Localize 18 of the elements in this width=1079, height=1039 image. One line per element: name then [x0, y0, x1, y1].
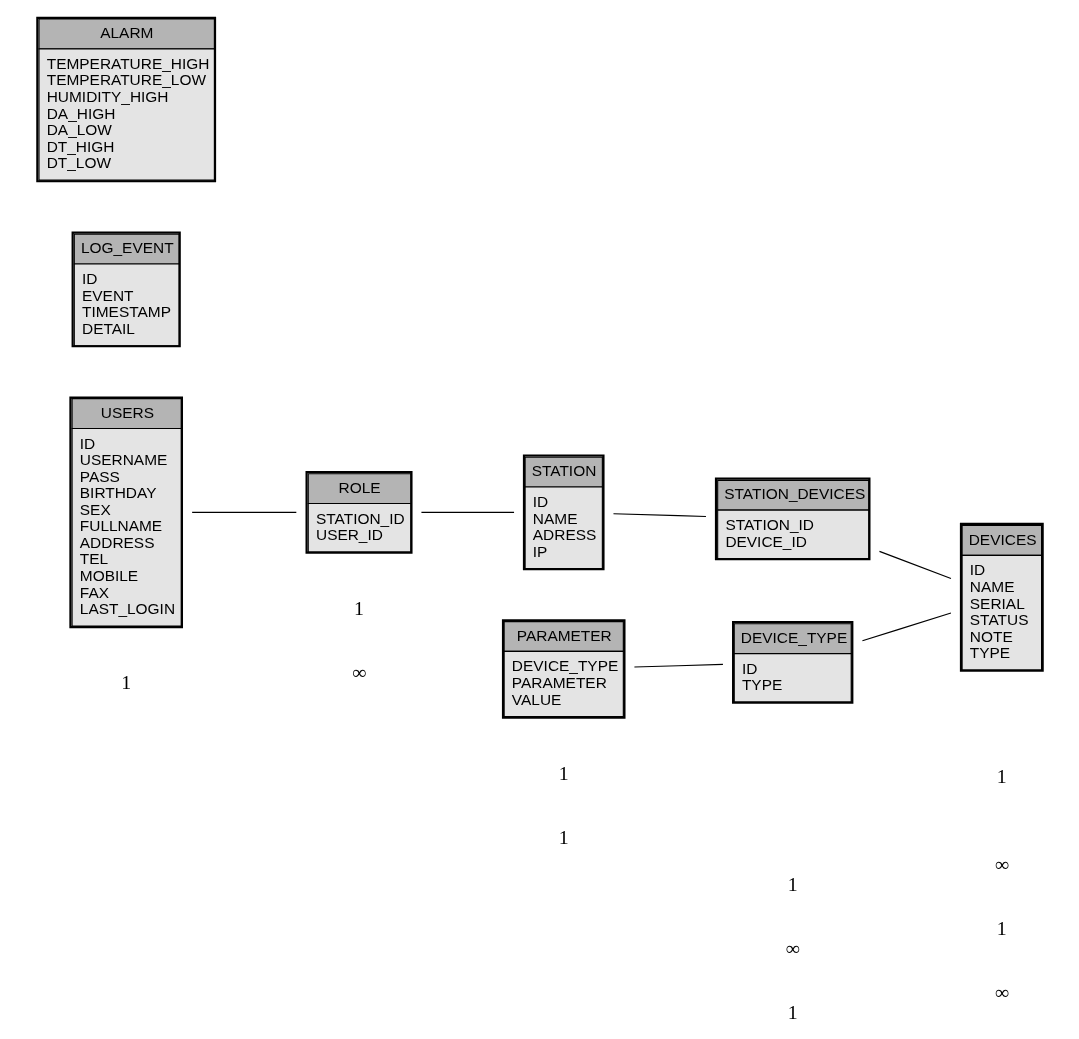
- label: 1: [996, 765, 1007, 788]
- connector: [633, 663, 723, 668]
- label: ∞: [994, 981, 1009, 1004]
- connector: [420, 511, 515, 513]
- connector: [612, 513, 706, 517]
- label: 1: [120, 671, 131, 694]
- connector: [878, 550, 951, 579]
- connector: [861, 612, 951, 642]
- connector: [191, 511, 297, 513]
- label: ∞: [785, 937, 800, 960]
- label: 1: [996, 917, 1007, 940]
- label: 1: [558, 761, 569, 784]
- label: 1: [353, 597, 364, 620]
- label: 1: [558, 825, 569, 848]
- label: 1: [787, 873, 798, 896]
- label: ∞: [351, 661, 366, 684]
- label: 1: [787, 1001, 798, 1024]
- label: ∞: [994, 853, 1009, 876]
